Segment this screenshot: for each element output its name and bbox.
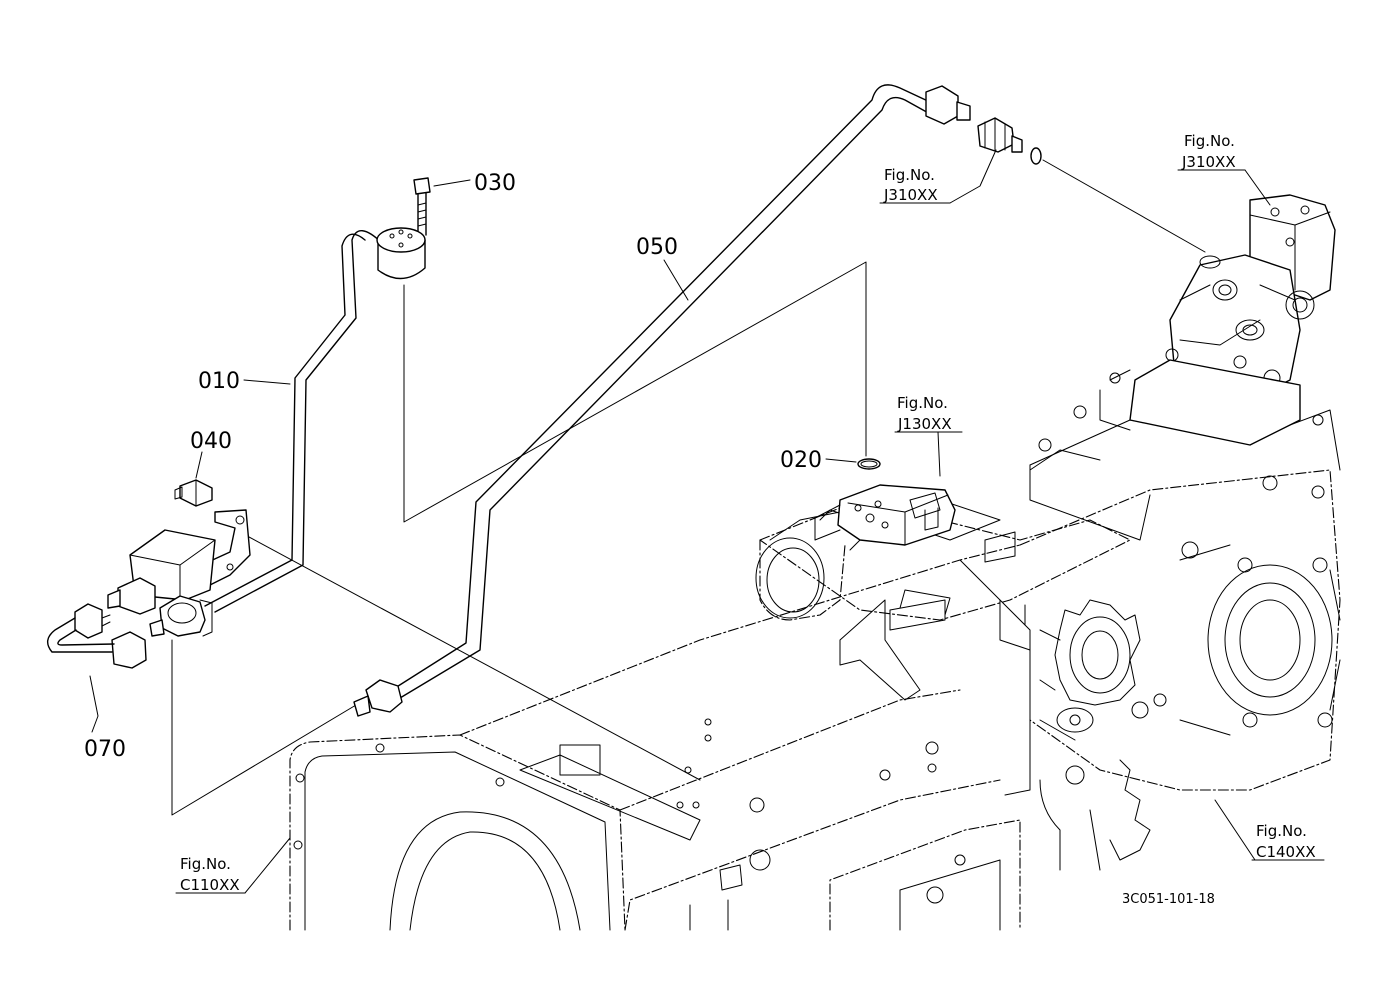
fig-ref-j130-line1: Fig.No.	[897, 394, 948, 412]
o-ring-adapter	[1030, 147, 1042, 165]
assembly-lines	[171, 159, 1206, 816]
fig-ref-c110-line2: C110XX	[180, 876, 240, 894]
fig-ref-j310-right-line2: J310XX	[1181, 153, 1236, 171]
part-label-050: 050	[636, 235, 678, 260]
fig-ref-c140-line2: C140XX	[1256, 843, 1316, 861]
part-label-070: 070	[84, 737, 126, 762]
part-label-020: 020	[780, 448, 822, 473]
fig-ref-j310-left-line1: Fig.No.	[884, 166, 935, 184]
label-underlines	[175, 169, 1325, 894]
fig-ref-j310-left-line2: J310XX	[883, 186, 938, 204]
transmission-housing	[289, 405, 1341, 931]
adapter-fitting	[977, 117, 1023, 153]
part-label-030: 030	[474, 171, 516, 196]
joint-block	[376, 227, 426, 280]
pipe-070	[47, 603, 147, 669]
o-ring-020	[857, 458, 881, 470]
fig-ref-j130-line2: J130XX	[897, 415, 952, 433]
leader-lines	[89, 149, 1271, 894]
hydraulic-valve-assembly	[1099, 194, 1336, 446]
pipe-010	[204, 230, 383, 613]
pipe-050	[394, 84, 933, 699]
bolt-030	[413, 177, 431, 236]
fitting-040	[174, 479, 213, 507]
connector-left	[107, 577, 156, 615]
fig-ref-c140-line1: Fig.No.	[1256, 822, 1307, 840]
fig-ref-j310-right-line1: Fig.No.	[1184, 132, 1235, 150]
part-label-040: 040	[190, 429, 232, 454]
pipe-nut-top	[925, 85, 971, 125]
pipe-nut-bottom	[353, 679, 403, 717]
fig-ref-c110-line1: Fig.No.	[180, 855, 231, 873]
part-label-010: 010	[198, 369, 240, 394]
drawing-code: 3C051-101-18	[1122, 892, 1215, 907]
connector-right	[149, 595, 213, 637]
control-valve-block	[814, 484, 956, 546]
